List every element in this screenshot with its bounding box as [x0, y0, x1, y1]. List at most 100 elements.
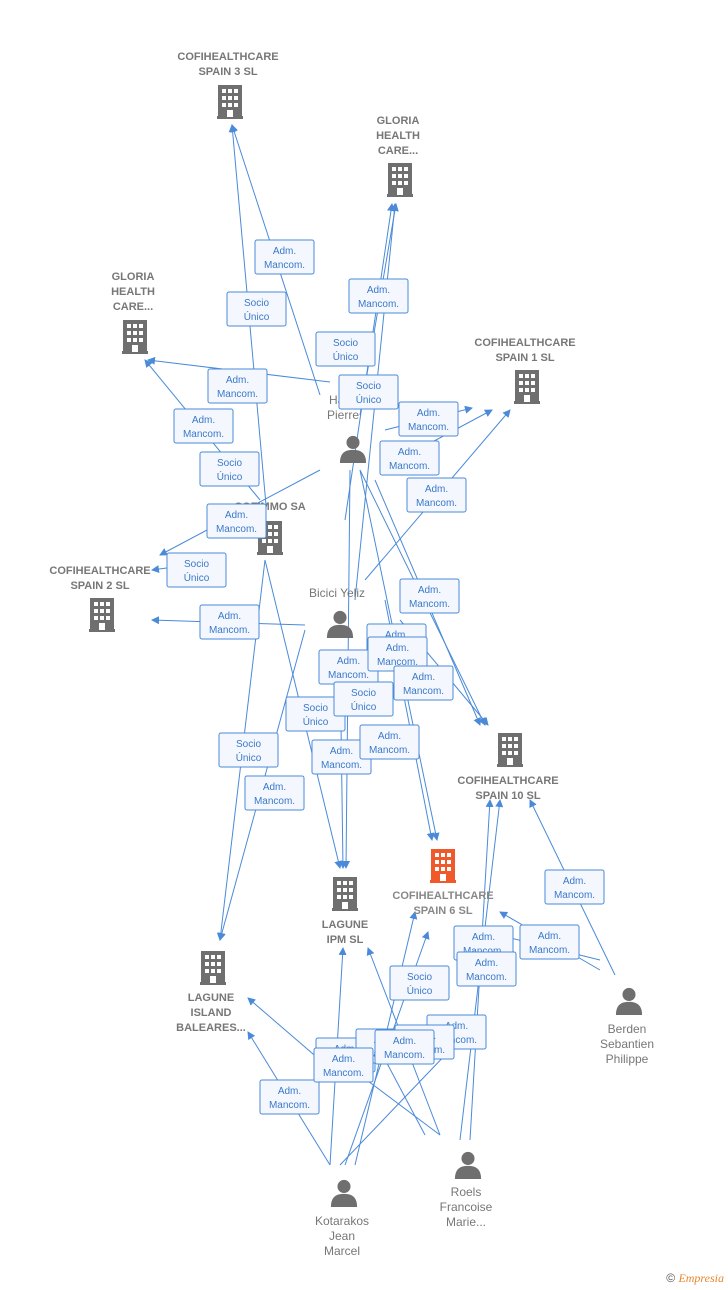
person-label-line: Sebantien — [600, 1037, 654, 1051]
edge-label-layer: Adm.Mancom.SocioÚnicoAdm.Mancom.SocioÚni… — [166, 239, 605, 1115]
edge-label-text: Mancom. — [217, 389, 258, 400]
building-icon — [217, 85, 243, 119]
edge-label-text: Mancom. — [416, 498, 457, 509]
edge-label-text: Adm. — [393, 1036, 416, 1047]
person-icon — [326, 610, 354, 638]
edge-label-text: Socio — [217, 458, 242, 469]
edge-label-box[interactable]: Adm.Mancom. — [254, 239, 315, 275]
company-label-line: CARE... — [378, 145, 418, 157]
edge-label-text: Mancom. — [264, 260, 305, 271]
edge-label-text: Adm. — [398, 447, 421, 458]
edge-label-text: Adm. — [378, 731, 401, 742]
edge-label-text: Mancom. — [254, 796, 295, 807]
edge-label-text: Socio — [184, 559, 209, 570]
edge-label-text: Único — [303, 715, 329, 728]
copyright-symbol: © — [666, 1271, 676, 1285]
edge-label-text: Adm. — [278, 1086, 301, 1097]
edge-label-text: Adm. — [192, 415, 215, 426]
edge-label-background — [399, 578, 460, 614]
edge-label-text: Mancom. — [209, 625, 250, 636]
person-icon — [330, 1179, 358, 1207]
edge-label-text: Adm. — [475, 958, 498, 969]
edge-label-box[interactable]: Adm.Mancom. — [359, 724, 420, 760]
relationship-edge — [339, 1049, 451, 1166]
person-label-line: Kotarakos — [315, 1214, 369, 1228]
edge-label-text: Mancom. — [216, 524, 257, 535]
edge-label-box[interactable]: Adm.Mancom. — [379, 440, 440, 476]
edge-label-box[interactable]: Adm.Mancom. — [206, 503, 267, 539]
edge-label-text: Mancom. — [384, 1050, 425, 1061]
edge-label-box[interactable]: Adm.Mancom. — [348, 278, 409, 314]
edge-label-text: Mancom. — [323, 1068, 364, 1079]
edge-label-text: Mancom. — [409, 599, 450, 610]
edge-label-background — [379, 440, 440, 476]
edge-label-box[interactable]: Adm. Mancom. — [406, 477, 467, 513]
company-label-line: HEALTH — [376, 130, 420, 142]
company-label-line: LAGUNE — [322, 919, 368, 931]
building-icon — [332, 877, 358, 911]
edge-label-background — [348, 278, 409, 314]
building-icon — [122, 320, 148, 354]
building-icon — [497, 733, 523, 767]
person-node-bicici[interactable]: Bicici Yeliz — [309, 586, 365, 638]
person-label-line: Pierre — [327, 408, 359, 422]
edge-label-background — [313, 1047, 374, 1083]
edge-label-text: Adm. — [385, 630, 408, 641]
company-label-line: SPAIN 2 SL — [70, 580, 129, 592]
edge-label-box[interactable]: Adm. Mancom. — [374, 1029, 435, 1065]
edge-label-box[interactable]: Adm.Mancom. — [244, 775, 305, 811]
edge-label-box[interactable]: Adm.Mancom. — [544, 869, 605, 905]
edge-label-text: Mancom. — [269, 1100, 310, 1111]
company-node-gloria2[interactable]: GLORIAHEALTHCARE... — [111, 271, 155, 354]
edge-label-text: Adm. — [472, 932, 495, 943]
person-node-roels[interactable]: RoelsFrancoiseMarie... — [440, 1151, 493, 1229]
edge-label-box[interactable]: Adm.Mancom. — [313, 1047, 374, 1083]
footer-brand: © Empresia — [666, 1271, 724, 1286]
edge-label-text: Socio — [351, 688, 376, 699]
company-label-line: COFIHEALTHCARE — [49, 565, 150, 577]
edge-label-background — [199, 451, 260, 487]
edge-label-box[interactable]: Adm.Mancom. — [399, 578, 460, 614]
edge-label-background — [199, 604, 260, 640]
edge-label-background — [207, 368, 268, 404]
edge-label-background — [389, 965, 450, 1001]
edge-label-box[interactable]: Adm. Mancom. — [456, 951, 517, 987]
edge-label-text: Mancom. — [328, 670, 369, 681]
company-node-gloria1[interactable]: GLORIAHEALTHCARE... — [376, 115, 420, 197]
company-label-line: COFIHEALTHCARE — [474, 337, 575, 349]
edge-label-text: Único — [236, 751, 262, 764]
edge-label-box[interactable]: Adm. Mancom. — [259, 1079, 320, 1115]
edge-label-box[interactable]: Adm.Mancom. — [199, 604, 260, 640]
company-node-lagune_island[interactable]: LAGUNEISLANDBALEARES... — [176, 951, 246, 1034]
edge-label-text: Mancom. — [321, 760, 362, 771]
edge-label-box[interactable]: Adm.Mancom. — [207, 368, 268, 404]
edge-label-text: Único — [351, 700, 377, 713]
building-icon — [387, 163, 413, 197]
company-node-cofi2[interactable]: COFIHEALTHCARE SPAIN 2 SL — [49, 565, 151, 632]
edge-label-box[interactable]: Adm.Mancom. — [393, 665, 454, 701]
edge-label-text: Mancom. — [466, 972, 507, 983]
edge-label-box[interactable]: Adm.Mancom. — [519, 924, 580, 960]
edge-label-background — [338, 374, 399, 410]
edge-label-box[interactable]: Adm.Mancom. — [173, 408, 234, 444]
edge-label-box[interactable]: Adm.Mancom. — [398, 401, 459, 437]
edge-label-text: Adm. — [425, 484, 448, 495]
person-label-line: Philippe — [606, 1052, 649, 1066]
